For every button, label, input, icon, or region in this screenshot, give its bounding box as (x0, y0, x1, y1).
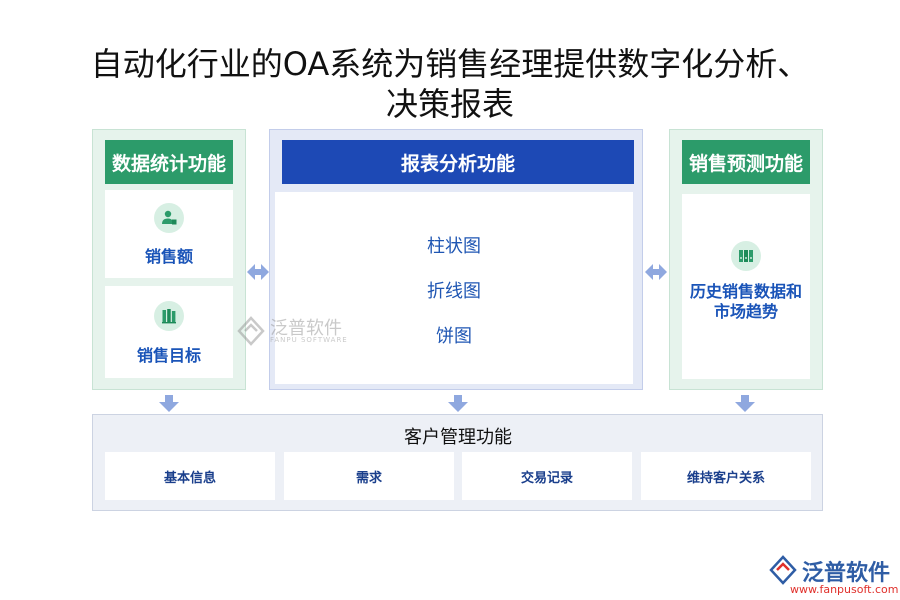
transaction-records-item: 交易记录 (462, 452, 632, 500)
left-down-arrow (159, 395, 179, 412)
chart-types-card: 柱状图 折线图 饼图 (275, 192, 633, 384)
watermark-logo: 泛普软件 FANPU SOFTWARE (236, 314, 366, 348)
brand-name: 泛普软件 (802, 561, 891, 586)
forecast-label-line-1: 历史销售数据和 (689, 282, 802, 301)
sales-amount-card: 销售额 (105, 190, 233, 278)
sales-target-card: 销售目标 (105, 286, 233, 378)
center-down-arrow (448, 395, 468, 412)
center-right-double-arrow (645, 264, 667, 280)
binders-icon (731, 241, 761, 271)
brand-logo-icon (769, 555, 797, 585)
forecast-card: 历史销售数据和 市场趋势 (682, 194, 810, 379)
watermark-logo-icon (237, 316, 265, 346)
sales-amount-label: 销售额 (144, 247, 193, 266)
sales-forecast-panel: 销售预测功能 历史销售数据和 市场趋势 (669, 129, 823, 390)
sales-target-label: 销售目标 (136, 346, 201, 365)
person-stamp-icon (154, 203, 184, 233)
data-statistics-panel: 数据统计功能 销售额 销售目标 (92, 129, 246, 390)
title-line-1: 自动化行业的OA系统为销售经理提供数字化分析、 (90, 45, 810, 83)
report-analysis-header: 报表分析功能 (282, 140, 634, 184)
page-title: 自动化行业的OA系统为销售经理提供数字化分析、 决策报表 (0, 44, 900, 124)
forecast-label-line-2: 市场趋势 (713, 302, 778, 321)
data-statistics-header: 数据统计功能 (105, 140, 233, 184)
title-line-2: 决策报表 (385, 85, 514, 123)
maintain-relations-item: 维持客户关系 (641, 452, 811, 500)
right-down-arrow (735, 395, 755, 412)
left-center-double-arrow (247, 264, 269, 280)
watermark-name: 泛普软件 (270, 318, 342, 339)
brand-url: www.fanpusoft.com (790, 583, 899, 596)
books-icon (154, 301, 184, 331)
watermark-subtitle: FANPU SOFTWARE (270, 336, 348, 344)
basic-info-item: 基本信息 (105, 452, 275, 500)
customer-management-header: 客户管理功能 (404, 427, 512, 448)
line-chart-item: 折线图 (427, 281, 481, 302)
brand-logo: 泛普软件 www.fanpusoft.com (768, 555, 899, 599)
bar-chart-item: 柱状图 (427, 236, 481, 257)
customer-management-panel: 客户管理功能 基本信息 需求 交易记录 维持客户关系 (92, 414, 823, 511)
forecast-card-label: 历史销售数据和 市场趋势 (682, 282, 810, 322)
requirements-item: 需求 (284, 452, 454, 500)
sales-forecast-header: 销售预测功能 (682, 140, 810, 184)
report-analysis-panel: 报表分析功能 柱状图 折线图 饼图 (269, 129, 643, 390)
pie-chart-item: 饼图 (436, 326, 472, 347)
